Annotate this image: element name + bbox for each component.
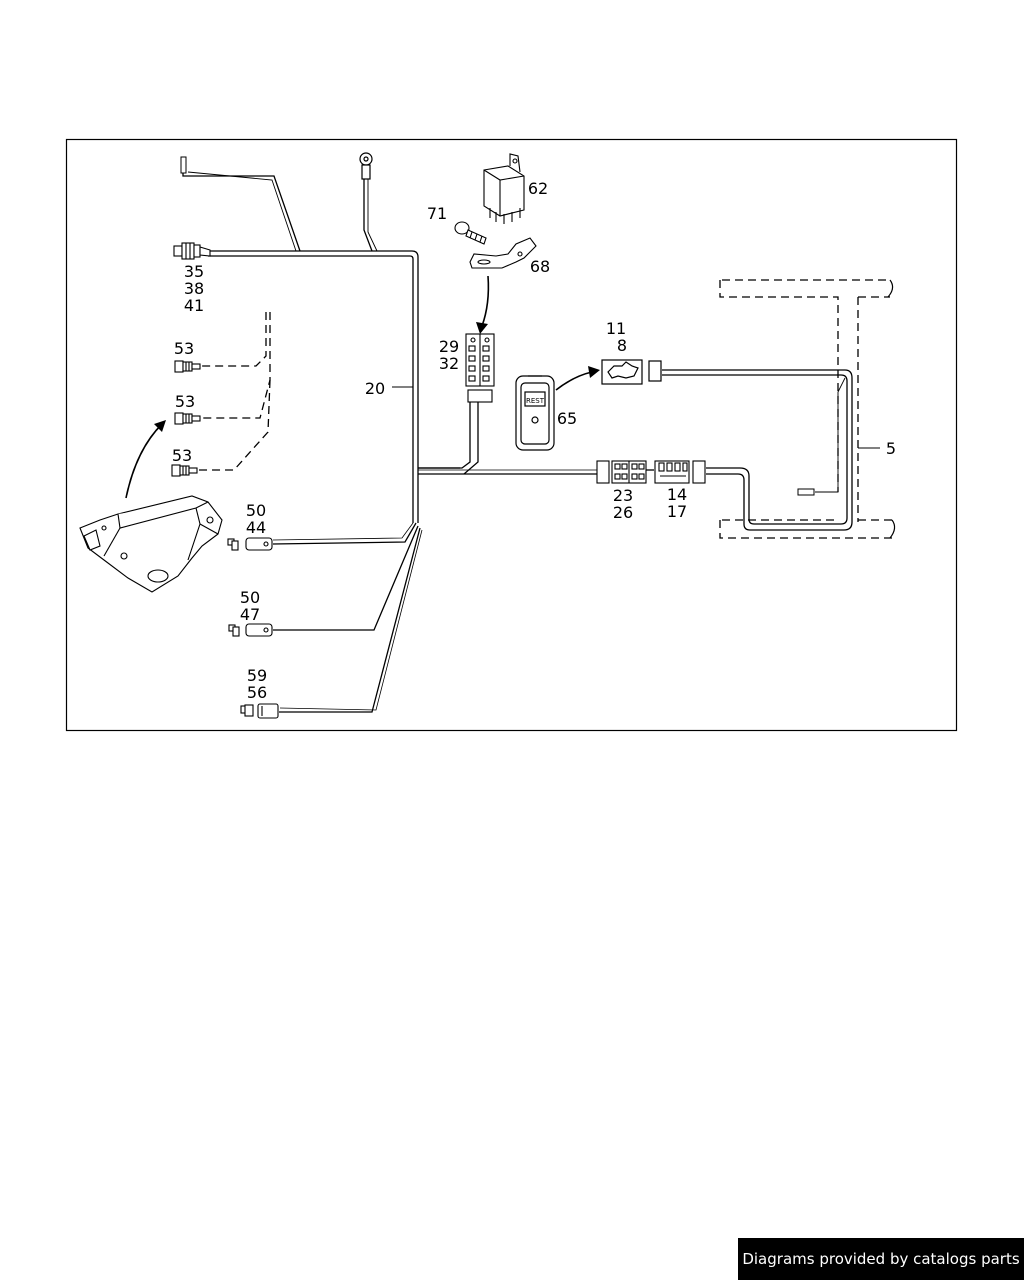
footer-credit-text: Diagrams provided by catalogs parts	[742, 1250, 1020, 1268]
connector-8	[601, 359, 662, 385]
break-mark-bottom	[889, 519, 896, 539]
callout-20: 20	[365, 379, 385, 398]
callout-65: 65	[557, 409, 577, 428]
connector-14	[654, 460, 706, 484]
arrow-switch-to-connector	[555, 371, 593, 391]
callout-35: 35	[184, 262, 204, 281]
connector-23	[596, 460, 647, 484]
callout-14: 14	[667, 485, 687, 504]
switch-65	[515, 375, 555, 451]
callout-41: 41	[184, 296, 204, 315]
callout-8: 8	[617, 336, 627, 355]
callout-32: 32	[439, 354, 459, 373]
relay-62	[483, 153, 525, 224]
callout-53-middle: 53	[175, 392, 195, 411]
pin-end	[180, 156, 187, 174]
callout-50-b: 50	[240, 588, 260, 607]
sensor-35	[173, 242, 211, 260]
switch-label: REST	[526, 397, 545, 405]
callout-56: 56	[247, 683, 267, 702]
bracket-68	[469, 237, 537, 269]
callout-29: 29	[439, 337, 459, 356]
sensor-53-middle	[174, 412, 201, 425]
arrow-bracket-to-fusebox	[481, 275, 490, 327]
callout-26: 26	[613, 503, 633, 522]
main-harness	[182, 168, 853, 713]
terminal-44	[227, 537, 273, 551]
terminal-end	[797, 488, 815, 496]
callout-5: 5	[886, 439, 896, 458]
connector-56	[240, 703, 279, 719]
callout-11: 11	[606, 319, 626, 338]
screw-71	[454, 221, 487, 245]
callout-68: 68	[530, 257, 550, 276]
ring-terminal	[359, 152, 373, 180]
callout-17: 17	[667, 502, 687, 521]
fuse-box-29	[465, 333, 495, 403]
callout-38: 38	[184, 279, 204, 298]
callout-44: 44	[246, 518, 266, 537]
break-mark-top	[887, 279, 894, 298]
callout-59: 59	[247, 666, 267, 685]
arrow-bracket-to-sensor	[125, 423, 163, 499]
callout-23: 23	[613, 486, 633, 505]
callout-50-a: 50	[246, 501, 266, 520]
callout-53-top: 53	[174, 339, 194, 358]
footer-credit: Diagrams provided by catalogs parts	[738, 1238, 1024, 1280]
dashed-body-outline	[196, 279, 892, 539]
terminal-47	[228, 623, 273, 637]
callout-47: 47	[240, 605, 260, 624]
mounting-bracket	[79, 495, 223, 593]
callout-62: 62	[528, 179, 548, 198]
callout-53-bottom: 53	[172, 446, 192, 465]
sensor-53-bottom	[171, 464, 198, 477]
diagram-frame	[65, 138, 958, 732]
callout-71: 71	[427, 204, 447, 223]
sensor-53-top	[174, 360, 201, 373]
